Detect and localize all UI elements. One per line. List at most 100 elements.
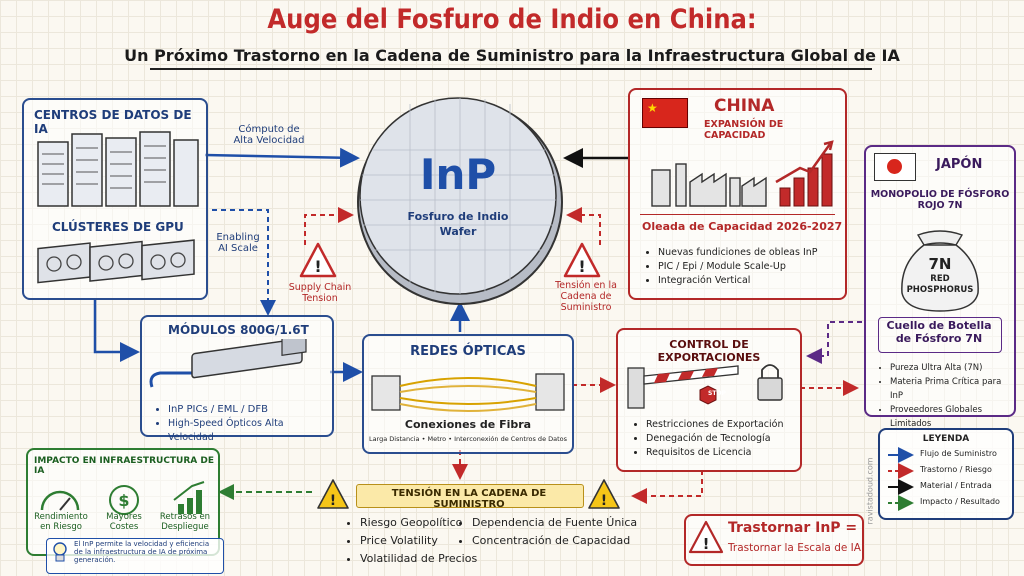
tension-bullet: Concentración de Capacidad [472, 532, 637, 550]
china-wave: Oleada de Capacidad 2026-2027 [642, 220, 843, 233]
modules-panel: MÓDULOS 800G/1.6T InP PICs / EML / DFB H… [140, 315, 334, 443]
watermark: ravistadoud.com [865, 457, 875, 525]
wafer-symbol: InP [419, 150, 497, 199]
datacenters-title: CENTROS DE DATOS DE IA [34, 108, 192, 136]
japan-title: JAPÓN [936, 157, 983, 172]
impact-item: Rendimiento en Riesgo [34, 512, 88, 532]
tension-banner [356, 484, 584, 508]
export-title: CONTROL DE EXPORTACIONES [657, 338, 761, 364]
japan-monopoly: MONOPOLIO DE FÓSFORO ROJO 7N [870, 189, 1010, 211]
bag-red: RED [930, 274, 950, 284]
arrow-enabling [212, 209, 276, 316]
china-title: CHINA [714, 96, 775, 116]
tension-bullet: Riesgo Geopolítico [360, 514, 477, 532]
arrow-japan-export [806, 321, 862, 364]
optical-fiber: Conexiones de Fibra [404, 418, 532, 431]
gpu-cluster-title: CLÚSTERES DE GPU [52, 220, 184, 234]
tension-bullet: Price Volatility [360, 532, 477, 550]
china-subtitle: EXPANSIÓN DE CAPACIDAD [704, 119, 784, 141]
svg-text:$: $ [118, 491, 129, 510]
japan-bullets: Pureza Ultra Alta (7N) Materia Prima Crí… [876, 361, 1014, 431]
page-title: Auge del Fosfuro de Indio en China: [267, 4, 757, 35]
export-bullet: Requisitos de Licencia [646, 446, 783, 460]
japan-bullet: Proveedores Globales Limitados [890, 403, 1014, 431]
china-flag-icon: ★ [642, 98, 688, 128]
japan-flag-icon [874, 153, 916, 181]
wafer-line2: Wafer [439, 225, 477, 238]
optical-sub: Larga Distancia • Metro • Interconexión … [368, 435, 568, 443]
arrow-tension-chain [566, 207, 601, 245]
legend-panel: LEYENDA Flujo de Suministro Trastorno / … [878, 428, 1014, 520]
china-bullet: PIC / Epi / Module Scale-Up [658, 260, 818, 274]
fiber-connections-icon [371, 373, 565, 412]
legend-item: Flujo de Suministro [920, 449, 997, 458]
china-bullets: Nuevas fundiciones de obleas InP PIC / E… [644, 246, 818, 288]
label-tension-chain: Tensión en la Cadena de Suministro [555, 280, 617, 313]
bag-7n: 7N [928, 255, 952, 273]
japan-panel: JAPÓN MONOPOLIO DE FÓSFORO ROJO 7N 7N RE… [864, 145, 1016, 429]
conclusion-line1: Trastornar InP = [728, 520, 858, 536]
label-enabling: Enabling AI Scale [216, 232, 260, 254]
tension-bullet: Volatilidad de Precios [360, 550, 477, 568]
subtitle-underline [150, 68, 872, 70]
svg-text:!: ! [330, 493, 336, 509]
impact-item: Retrasos en Despliegue [159, 512, 211, 532]
svg-text:!: ! [578, 257, 585, 276]
arrow-supply-tension [304, 207, 354, 245]
japan-bullet: Pureza Ultra Alta (7N) [890, 361, 1014, 375]
china-bullet: Nuevas fundiciones de obleas InP [658, 246, 818, 260]
optical-panel: REDES ÓPTICAS Conexiones de Fibra Larga … [362, 334, 574, 454]
dollar-icon: $ [109, 485, 139, 515]
impact-note-box [46, 538, 224, 574]
japan-bottleneck: Cuello de Botella de Fósforo 7N [886, 319, 992, 345]
modules-bullets: InP PICs / EML / DFB High-Speed Ópticos … [154, 403, 332, 445]
china-divider [640, 214, 835, 215]
arrow-compute [204, 147, 360, 168]
modules-bullet: High-Speed Ópticos Alta Velocidad [168, 417, 332, 445]
impact-title: IMPACTO EN INFRAESTRUCTURA DE IA [34, 456, 215, 476]
china-bullet: Integración Vertical [658, 274, 818, 288]
wafer-line1: Fosfuro de Indio [407, 210, 509, 223]
export-panel: CONTROL DE EXPORTACIONES STOP Restriccio… [616, 328, 802, 472]
modules-title: MÓDULOS 800G/1.6T [168, 323, 309, 337]
arrow-dc-modules [93, 298, 140, 362]
datacenters-panel: CENTROS DE DATOS DE IA CLÚSTERES DE GPU [22, 98, 208, 300]
svg-text:!: ! [314, 257, 321, 276]
impact-note: El InP permite la velocidad y eficiencia… [74, 540, 210, 564]
svg-text:!: ! [703, 535, 710, 553]
tension-title: TENSIÓN EN LA CADENA DE SUMINISTRO [391, 488, 547, 510]
export-bullets: Restricciones de Exportación Denegación … [632, 418, 783, 460]
gpu-cards-icon [37, 239, 195, 284]
impact-item: Mayores Costes [106, 512, 142, 532]
phosphorus-bag-icon [901, 230, 979, 312]
japan-bullet: Materia Prima Crítica para InP [890, 375, 1014, 403]
modules-bullet: InP PICs / EML / DFB [168, 403, 332, 417]
svg-text:!: ! [601, 493, 607, 509]
optical-title: REDES ÓPTICAS [410, 344, 526, 359]
growth-chart-icon [173, 481, 205, 514]
tension-bullet: Dependencia de Fuente Única [472, 514, 637, 532]
stop-sign-text: STOP [708, 390, 726, 397]
tension-bullets-right: Dependencia de Fuente Única Concentració… [458, 514, 637, 550]
impact-icons: $ [40, 481, 205, 515]
japan-bottleneck-box [878, 317, 1002, 353]
label-compute: Cómputo de Alta Velocidad [233, 124, 305, 146]
export-bullet: Denegación de Tecnología [646, 432, 783, 446]
export-bullet: Restricciones de Exportación [646, 418, 783, 432]
legend-item: Impacto / Resultado [920, 497, 1000, 506]
barrier-lock-icon [627, 364, 783, 409]
label-supply-tension: Supply Chain Tension [288, 282, 352, 304]
transceiver-icon [149, 339, 307, 388]
factory-growth-icon [651, 140, 834, 207]
legend-item: Trastorno / Riesgo [920, 465, 992, 474]
page-subtitle: Un Próximo Trastorno en la Cadena de Sum… [124, 46, 900, 65]
conclusion-line2: Trastornar la Escala de IA [728, 542, 861, 554]
legend-item: Material / Entrada [920, 481, 992, 490]
server-racks-icon [37, 131, 199, 207]
